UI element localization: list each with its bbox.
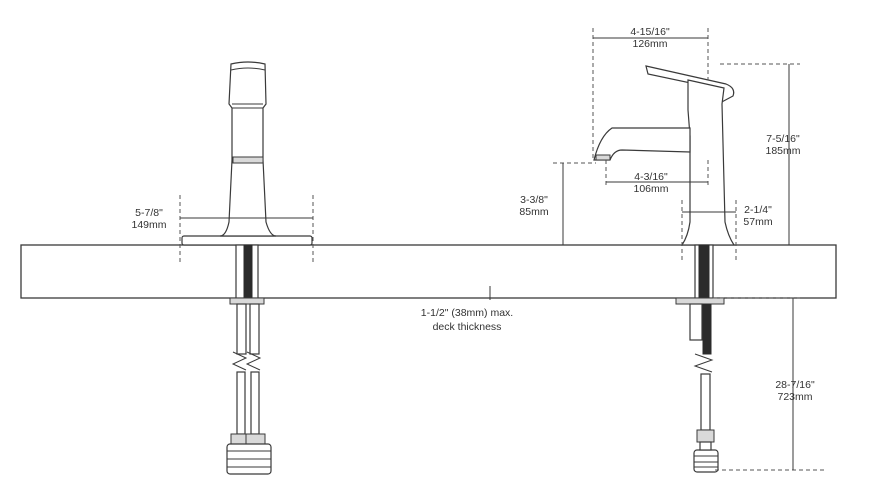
deck-thickness-callout: 1-1/2" (38mm) max. deck thickness [421, 286, 513, 333]
base-diameter-dimension: 2-1/4" 57mm [681, 200, 773, 262]
spout-reach-metric: 106mm [633, 183, 668, 195]
deck-thickness-line1: 1-1/2" (38mm) max. [421, 307, 513, 319]
deck-plate [181, 235, 313, 246]
supply-length-imperial: 28-7/16" [775, 379, 815, 391]
plate-width-metric: 149mm [131, 219, 166, 231]
deck-thickness-line2: deck thickness [433, 321, 502, 333]
overall-reach-imperial: 4-15/16" [630, 26, 670, 38]
base-diameter-imperial: 2-1/4" [744, 204, 772, 216]
overall-height-metric: 185mm [765, 145, 800, 157]
supply-nut-right [245, 433, 266, 445]
supply-length-metric: 723mm [777, 391, 812, 403]
plate-width-imperial: 5-7/8" [135, 207, 163, 219]
spout-height-metric: 85mm [519, 206, 548, 218]
plate-width-dimension: 5-7/8" 149mm [131, 195, 314, 262]
supply-length-dimension: 28-7/16" 723mm [713, 297, 826, 471]
base-diameter-metric: 57mm [743, 216, 772, 228]
aerator-front [232, 156, 264, 164]
overall-reach-metric: 126mm [632, 38, 667, 50]
spout-reach-imperial: 4-3/16" [634, 171, 668, 183]
overall-height-imperial: 7-5/16" [766, 133, 800, 145]
overall-height-dimension: 7-5/16" 185mm [720, 63, 801, 245]
spout-height-imperial: 3-3/8" [520, 194, 548, 206]
spout-height-dimension: 3-3/8" 85mm [519, 162, 596, 245]
mounting-nut-side [675, 297, 725, 305]
front-view-faucet [181, 61, 313, 475]
supply-nut-side [696, 429, 715, 443]
deck-slab [20, 244, 837, 299]
faucet-body-front [219, 61, 277, 237]
overall-reach-dimension: 4-15/16" 126mm [592, 26, 709, 160]
spout-reach-dimension: 4-3/16" 106mm [605, 160, 709, 195]
mounting-nut-front [229, 297, 265, 305]
